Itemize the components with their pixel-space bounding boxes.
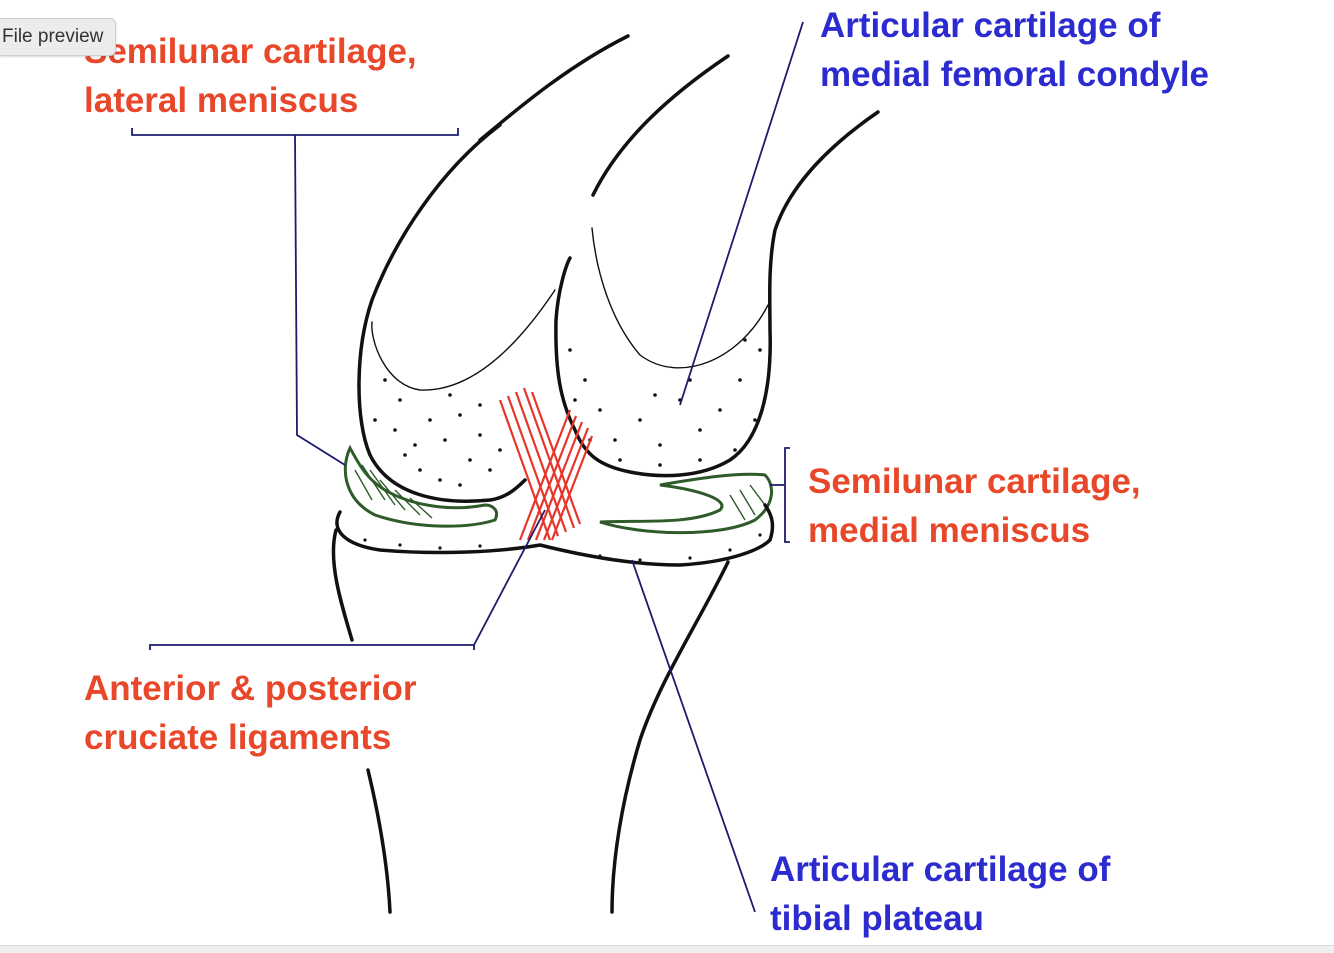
leader-lateral-meniscus [295, 135, 345, 465]
file-preview-tab[interactable]: File preview [0, 18, 116, 56]
label-tibial-plateau-line2: tibial plateau [770, 894, 1110, 943]
label-medial-meniscus: Semilunar cartilage, medial meniscus [808, 457, 1141, 555]
label-medial-femoral-line2: medial femoral condyle [820, 50, 1209, 99]
lateral-meniscus [345, 448, 496, 526]
cruciate-ligaments [500, 388, 592, 540]
leader-cruciate-bracket [150, 645, 474, 650]
label-cruciate-line1: Anterior & posterior [84, 664, 417, 713]
tibia-stippling [363, 533, 761, 561]
label-lateral-meniscus-line2: lateral meniscus [84, 76, 417, 125]
label-medial-meniscus-line2: medial meniscus [808, 506, 1141, 555]
label-tibial-plateau-line1: Articular cartilage of [770, 845, 1110, 894]
label-cruciate-line2: cruciate ligaments [84, 713, 417, 762]
label-medial-meniscus-line1: Semilunar cartilage, [808, 457, 1141, 506]
label-lateral-meniscus: Semilunar cartilage, lateral meniscus [84, 27, 417, 125]
label-medial-femoral-condyle: Articular cartilage of medial femoral co… [820, 1, 1209, 99]
leader-tibial-plateau [632, 560, 755, 912]
medial-meniscus [600, 474, 772, 532]
leader-lines [132, 22, 803, 912]
label-cruciate-ligaments: Anterior & posterior cruciate ligaments [84, 664, 417, 762]
label-medial-femoral-line1: Articular cartilage of [820, 1, 1209, 50]
leader-medial-meniscus-bracket [785, 448, 790, 542]
label-tibial-plateau: Articular cartilage of tibial plateau [770, 845, 1110, 943]
label-lateral-meniscus-line1: Semilunar cartilage, [84, 27, 417, 76]
femur-medial-condyle [556, 56, 878, 476]
leader-lateral-meniscus-bracket [132, 128, 458, 135]
leader-cruciate [474, 510, 545, 645]
leader-medial-femoral [680, 22, 803, 405]
